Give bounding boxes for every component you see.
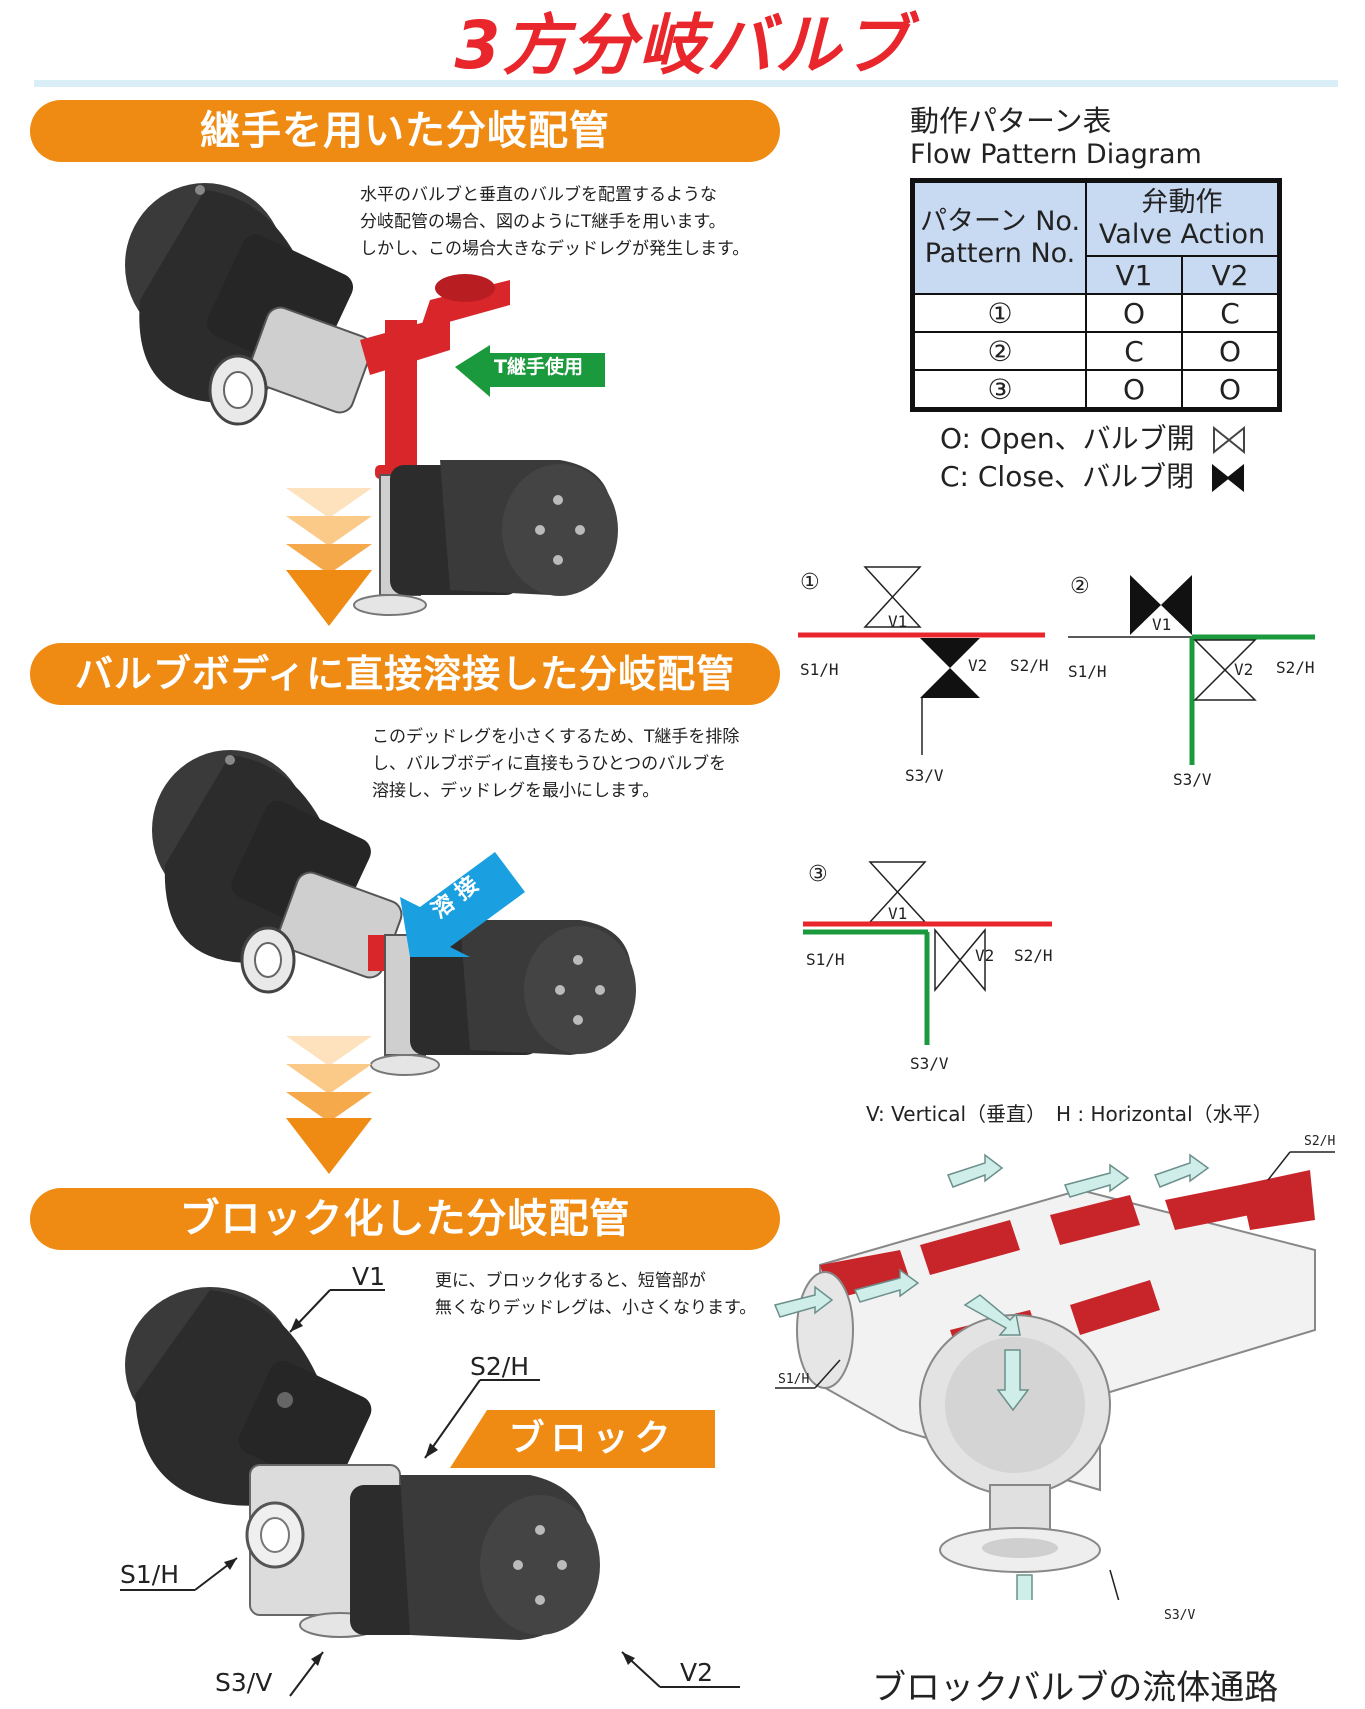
row-1-v2: C (1181, 293, 1279, 333)
valve-body-1-icon (240, 871, 403, 994)
valve-body-1-icon (208, 306, 373, 426)
p1-v1: V1 (888, 612, 908, 631)
section-heading-2: バルブボディに直接溶接した分岐配管 (30, 643, 780, 705)
p3-s2: S2/H (1014, 946, 1053, 965)
legend-close: C: Close、バルブ閉 (940, 458, 1245, 496)
valve-welded-illustration (152, 750, 636, 1076)
p2-v1: V1 (1152, 615, 1172, 634)
description-line: このデッドレグを小さくするため、T継手を排除 (372, 727, 740, 747)
actuator-1-icon (125, 1287, 372, 1506)
section-heading-3: ブロック化した分岐配管 (30, 1188, 780, 1250)
cutaway-s2h: S2/H (1304, 1134, 1336, 1149)
section-heading-1: 継手を用いた分岐配管 (30, 100, 780, 162)
closed-valve-icon (920, 668, 980, 698)
vh-note: V: Vertical（垂直） H : Horizontal（水平） (866, 1102, 1273, 1126)
pattern-3-diagram (803, 861, 1052, 1045)
col-v2: V2 (1181, 255, 1279, 295)
open-valve-icon (1193, 639, 1257, 701)
description-line: 溶接し、デッドレグを最小にします。 (372, 781, 660, 801)
label-v1: V1 (352, 1262, 386, 1291)
flow-table: パターン No. Pattern No. 弁動作 Valve Action V1… (910, 178, 1282, 412)
legend-open-text: O: Open、バルブ開 (940, 422, 1195, 455)
row-2-v1: C (1085, 331, 1183, 371)
actuator-2-icon (350, 1475, 600, 1640)
pattern-1-diagram (798, 566, 1045, 755)
pattern-2-label: ② (1070, 574, 1090, 599)
label-s3v: S3/V (215, 1668, 273, 1697)
row-2-v2: O (1181, 331, 1279, 371)
row-3-no: ③ (913, 369, 1087, 409)
pattern-3-label: ③ (808, 862, 828, 887)
weld-callout-arrow (400, 852, 525, 957)
p1-v2: V2 (968, 656, 988, 675)
title-divider (34, 80, 1338, 87)
pattern-1-label: ① (800, 570, 820, 595)
description-line: 更に、ブロック化すると、短管部が (435, 1271, 706, 1291)
pattern-2-diagram (1068, 575, 1315, 765)
flow-table-title-en: Flow Pattern Diagram (910, 139, 1202, 170)
cutaway-leader-lines (775, 1151, 1335, 1600)
green-arrow-icon (455, 345, 605, 397)
valve-block-illustration (125, 1287, 600, 1640)
tee-callout-arrow (455, 345, 605, 397)
section-description-1: 水平のバルブと垂直のバルブを配置するような 分岐配管の場合、図のようにT継手を用… (360, 182, 749, 263)
actuator-2-icon (370, 920, 636, 1076)
closed-valve-icon (1212, 463, 1245, 493)
flow-arrow-icons (773, 1153, 1210, 1600)
cutaway-s1h: S1/H (778, 1372, 810, 1387)
row-1-v1: O (1085, 293, 1183, 333)
p2-s3: S3/V (1173, 770, 1212, 789)
section-description-3: 更に、ブロック化すると、短管部が 無くなりデッドレグは、小さくなります。 (435, 1268, 756, 1322)
row-1-no: ① (913, 293, 1087, 333)
p2-s1: S1/H (1068, 662, 1107, 681)
closed-valve-icon (1130, 575, 1192, 635)
row-2-no: ② (913, 331, 1087, 371)
p3-s1: S1/H (806, 950, 845, 969)
down-arrow-icon (286, 488, 372, 626)
block-cutaway-illustration (773, 1153, 1316, 1600)
row-3-v2: O (1181, 369, 1279, 409)
valve-tee-illustration (125, 183, 618, 616)
p1-s2: S2/H (1010, 656, 1049, 675)
blue-arrow-icon (400, 852, 525, 957)
description-line: しかし、この場合大きなデッドレグが発生します。 (360, 239, 750, 259)
legend-open: O: Open、バルブ開 (940, 420, 1246, 458)
col-action-jp: 弁動作 (1141, 187, 1223, 218)
block-callout: ブロック (450, 1410, 715, 1468)
p2-s2: S2/H (1276, 658, 1315, 677)
tee-callout-label: T継手使用 (494, 356, 583, 378)
p3-v2: V2 (975, 946, 995, 965)
open-valve-icon (863, 566, 922, 628)
col-action-en: Valve Action (1098, 219, 1266, 250)
col-pattern-jp: パターン No. (919, 206, 1081, 237)
open-valve-icon (1212, 425, 1245, 455)
closed-valve-icon (920, 638, 980, 668)
description-line: 分岐配管の場合、図のようにT継手を用います。 (360, 212, 726, 232)
section-description-2: このデッドレグを小さくするため、T継手を排除 し、バルブボディに直接もうひとつの… (372, 724, 739, 805)
open-valve-icon (934, 927, 986, 993)
description-line: 水平のバルブと垂直のバルブを配置するような (360, 185, 717, 205)
row-3-v1: O (1085, 369, 1183, 409)
label-v2: V2 (680, 1658, 714, 1687)
block-leader-lines (120, 1289, 740, 1697)
description-line: 無くなりデッドレグは、小さくなります。 (435, 1298, 757, 1318)
down-arrow-icon (286, 1036, 372, 1174)
p3-v1: V1 (888, 904, 908, 923)
p1-s3: S3/V (905, 766, 944, 785)
col-pattern-en: Pattern No. (924, 238, 1076, 269)
description-line: し、バルブボディに直接もうひとつのバルブを (372, 754, 727, 774)
cutaway-s3v: S3/V (1164, 1608, 1196, 1623)
p3-s3: S3/V (910, 1054, 949, 1073)
legend-close-text: C: Close、バルブ閉 (940, 460, 1195, 493)
block-flow-caption: ブロックバルブの流体通路 (872, 1668, 1279, 1708)
label-s1h: S1/H (120, 1560, 179, 1589)
p1-s1: S1/H (800, 660, 839, 679)
label-s2h: S2/H (470, 1352, 529, 1381)
flow-table-title-jp: 動作パターン表 (910, 104, 1112, 138)
page-title: 3方分岐バルブ (454, 7, 911, 84)
col-v1: V1 (1085, 255, 1183, 295)
p2-v2: V2 (1234, 660, 1254, 679)
actuator-2-icon (353, 460, 618, 616)
